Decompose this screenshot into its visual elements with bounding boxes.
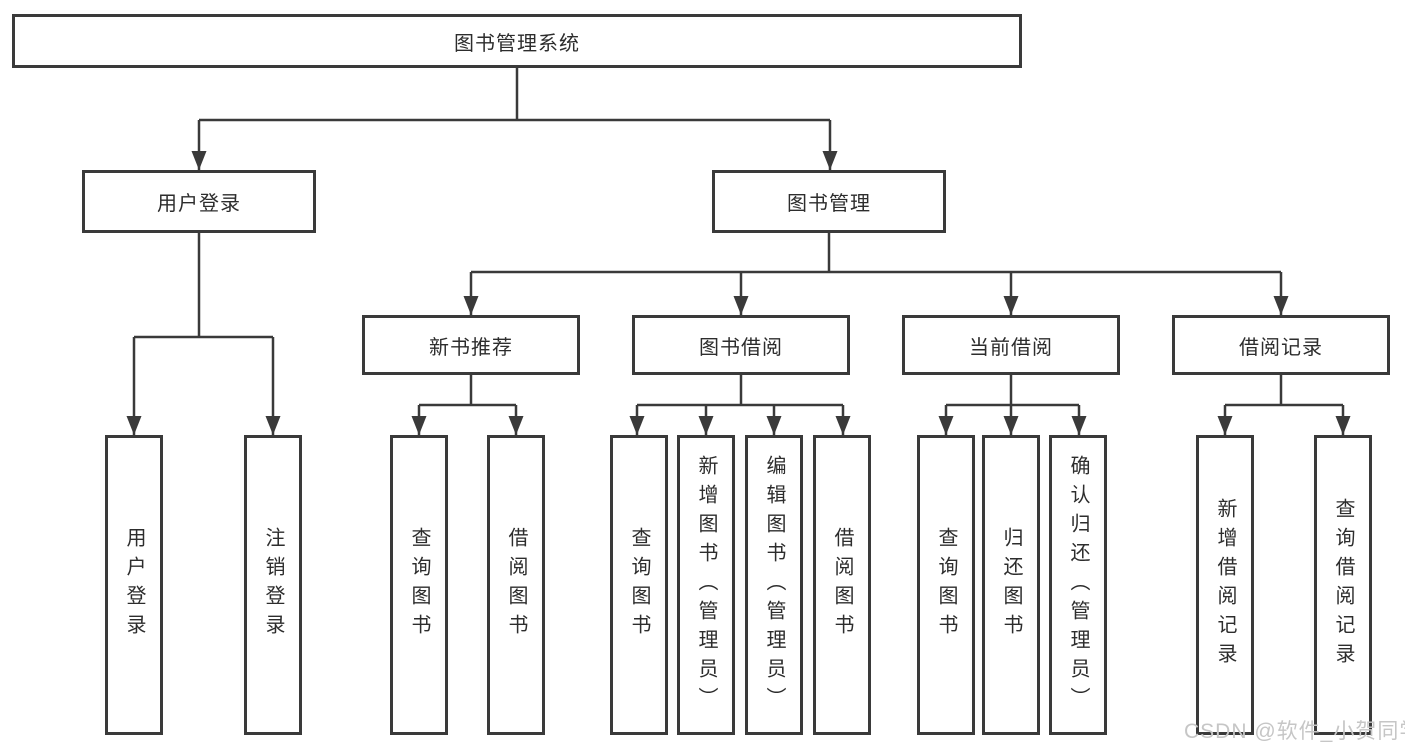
leaf-label: 查询图书 — [628, 527, 650, 643]
leaf-label: 查询图书 — [408, 527, 430, 643]
node-new-book-recommend-label: 新书推荐 — [429, 336, 513, 359]
leaf-add-borrow-record: 新增借阅记录 — [1196, 435, 1254, 735]
leaf-label: 归还图书 — [1000, 527, 1022, 643]
leaf-label: 编辑图书（管理员） — [763, 454, 785, 716]
leaf-borrow-books-recommend: 借阅图书 — [487, 435, 545, 735]
node-current-borrow: 当前借阅 — [902, 315, 1120, 375]
node-root: 图书管理系统 — [12, 14, 1022, 68]
csdn-watermark: CSDN @软件_小贺同学 — [1184, 720, 1405, 743]
leaf-borrow-books-borrow: 借阅图书 — [813, 435, 871, 735]
leaf-label: 借阅图书 — [505, 527, 527, 643]
node-user-login-label: 用户登录 — [157, 193, 241, 215]
leaf-label: 确认归还（管理员） — [1067, 454, 1089, 716]
leaf-label: 新增图书（管理员） — [695, 454, 717, 716]
leaf-query-books-current: 查询图书 — [917, 435, 975, 735]
leaf-label: 查询借阅记录 — [1332, 498, 1354, 672]
node-current-borrow-label: 当前借阅 — [969, 336, 1053, 359]
leaf-add-book-admin: 新增图书（管理员） — [677, 435, 735, 735]
leaf-query-books-borrow: 查询图书 — [610, 435, 668, 735]
leaf-query-borrow-record: 查询借阅记录 — [1314, 435, 1372, 735]
node-borrow-records-label: 借阅记录 — [1239, 336, 1323, 359]
leaf-query-books-recommend: 查询图书 — [390, 435, 448, 735]
leaf-label: 注销登录 — [262, 527, 284, 643]
node-book-borrow-label: 图书借阅 — [699, 336, 783, 359]
node-book-management-label: 图书管理 — [787, 193, 871, 215]
node-book-borrow: 图书借阅 — [632, 315, 850, 375]
node-borrow-records: 借阅记录 — [1172, 315, 1390, 375]
node-book-management: 图书管理 — [712, 170, 946, 233]
leaf-user-login: 用户登录 — [105, 435, 163, 735]
leaf-return-books: 归还图书 — [982, 435, 1040, 735]
leaf-label: 查询图书 — [935, 527, 957, 643]
leaf-logout: 注销登录 — [244, 435, 302, 735]
node-user-login: 用户登录 — [82, 170, 316, 233]
leaf-label: 用户登录 — [123, 527, 145, 643]
leaf-edit-book-admin: 编辑图书（管理员） — [745, 435, 803, 735]
leaf-confirm-return-admin: 确认归还（管理员） — [1049, 435, 1107, 735]
node-new-book-recommend: 新书推荐 — [362, 315, 580, 375]
leaf-label: 借阅图书 — [831, 527, 853, 643]
leaf-label: 新增借阅记录 — [1214, 498, 1236, 672]
node-root-label: 图书管理系统 — [454, 32, 580, 55]
